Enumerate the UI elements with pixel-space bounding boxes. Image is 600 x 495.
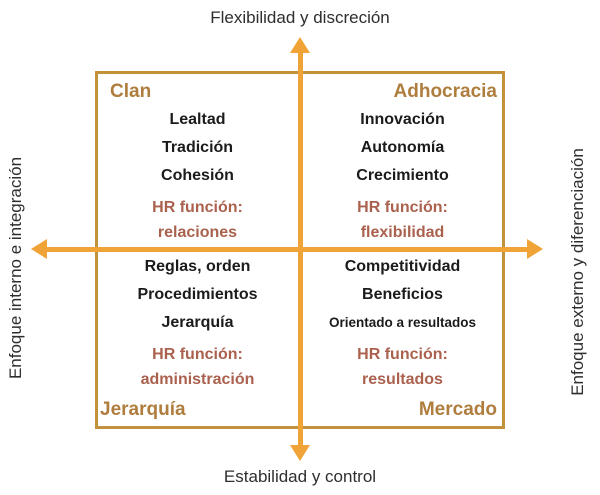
mercado-item: Beneficios	[362, 286, 443, 303]
quadrant-content-jerarquia: Reglas, orden Procedimientos Jerarquía H…	[95, 253, 300, 392]
axis-label-top: Flexibilidad y discreción	[210, 8, 390, 27]
mercado-item: Competitividad	[344, 258, 461, 275]
quadrant-title-adhocracia: Adhocracia	[393, 81, 497, 102]
jerarquia-item: Procedimientos	[137, 286, 258, 303]
mercado-hr-function: HR función: resultados	[300, 342, 505, 392]
axis-label-left: Enfoque interno e integración	[6, 156, 25, 380]
jerarquia-item: Reglas, orden	[144, 258, 251, 275]
adhocracia-item: Autonomía	[360, 139, 445, 156]
arrowhead-up-icon	[290, 37, 310, 53]
hr-function-label: HR función:	[357, 199, 448, 216]
adhocracia-item: Crecimiento	[356, 167, 449, 184]
quadrant-content-adhocracia: Innovación Autonomía Crecimiento HR func…	[300, 106, 505, 245]
hr-function-label: HR función:	[357, 346, 448, 363]
hr-function-value: flexibilidad	[360, 224, 445, 241]
arrowhead-down-icon	[290, 445, 310, 461]
hr-function-label: HR función:	[152, 199, 243, 216]
quadrant-title-mercado: Mercado	[418, 399, 497, 420]
clan-hr-function: HR función: relaciones	[95, 195, 300, 245]
clan-item: Tradición	[161, 139, 234, 156]
horizontal-axis-line	[46, 247, 528, 252]
adhocracia-item: Innovación	[360, 111, 445, 128]
hr-function-value: administración	[140, 371, 255, 388]
quadrant-title-clan: Clan	[110, 81, 152, 102]
hr-function-value: relaciones	[157, 224, 238, 241]
clan-item: Cohesión	[161, 167, 234, 184]
axis-label-bottom: Estabilidad y control	[223, 467, 377, 486]
hr-function-value: resultados	[362, 371, 443, 388]
arrowhead-left-icon	[31, 239, 47, 259]
arrowhead-right-icon	[527, 239, 543, 259]
hr-function-label: HR función:	[152, 346, 243, 363]
mercado-item: Orientado a resultados	[328, 315, 477, 330]
jerarquia-hr-function: HR función: administración	[95, 342, 300, 392]
quadrant-content-clan: Lealtad Tradición Cohesión HR función: r…	[95, 106, 300, 245]
axis-label-right: Enfoque externo y diferenciación	[568, 148, 587, 396]
adhocracia-hr-function: HR función: flexibilidad	[300, 195, 505, 245]
quadrant-content-mercado: Competitividad Beneficios Orientado a re…	[300, 253, 505, 392]
clan-item: Lealtad	[169, 111, 226, 128]
quadrant-title-jerarquia: Jerarquía	[100, 399, 186, 420]
jerarquia-item: Jerarquía	[161, 314, 234, 331]
